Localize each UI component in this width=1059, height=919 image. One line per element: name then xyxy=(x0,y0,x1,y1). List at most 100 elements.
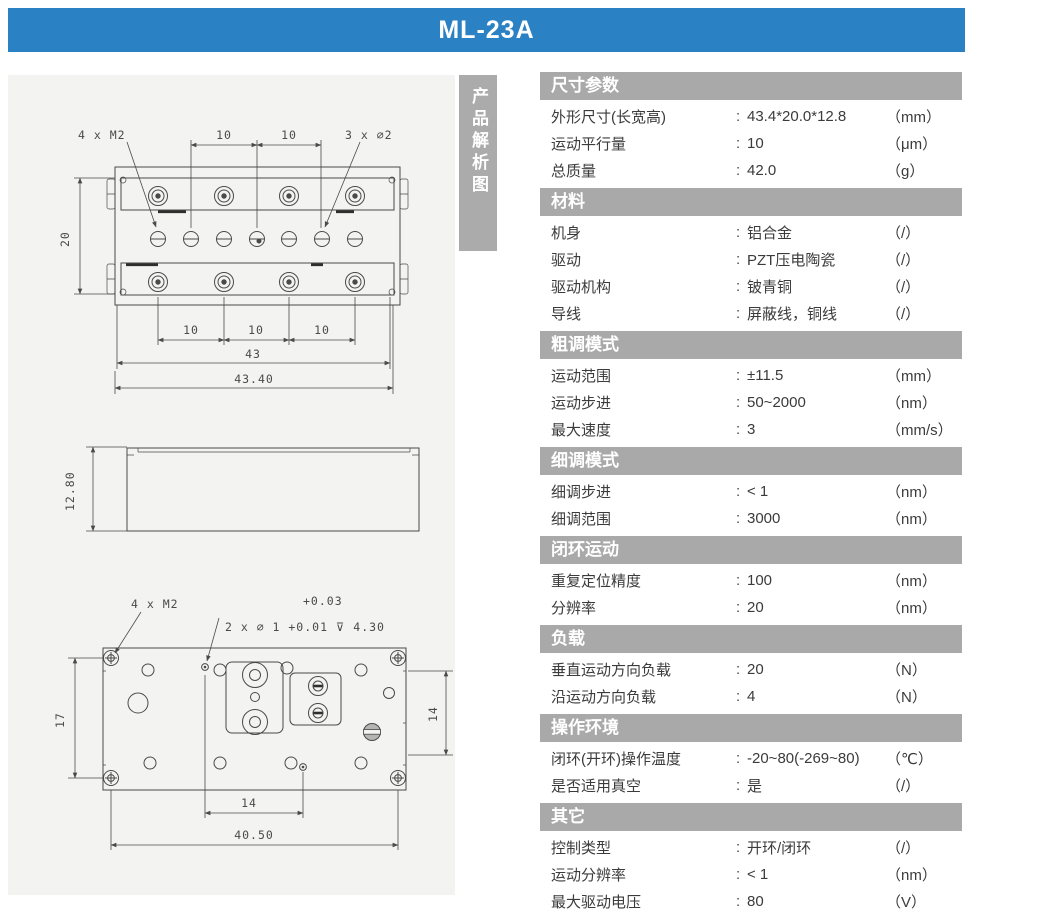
spec-colon: : xyxy=(736,421,741,438)
spec-unit: （nm） xyxy=(886,573,937,590)
spec-row: 沿运动方向负载 : 4 （N） xyxy=(540,683,962,710)
spec-unit: （nm） xyxy=(886,511,937,528)
section-header: 细调模式 xyxy=(540,447,962,475)
section-header: 尺寸参数 xyxy=(540,72,962,100)
spec-colon: : xyxy=(736,599,741,616)
spec-unit: （nm） xyxy=(886,867,937,884)
callout-4xm2-top: 4 x M2 xyxy=(78,128,126,142)
top-view-drawing: 20 10 10 4 x M2 3 x ∅2 10 10 10 43 xyxy=(58,128,409,394)
spec-label: 总质量 xyxy=(551,163,597,180)
section-header: 负载 xyxy=(540,625,962,653)
spec-section: 粗调模式 运动范围 : ±11.5 （mm） 运动步进 : 50~2000 （n… xyxy=(540,331,962,443)
spec-value: 20 xyxy=(747,599,764,616)
section-header: 材料 xyxy=(540,188,962,216)
spec-label: 机身 xyxy=(551,225,582,242)
spec-colon: : xyxy=(736,510,741,527)
spec-value: 3 xyxy=(747,421,756,438)
spec-label: 沿运动方向负载 xyxy=(551,689,657,706)
spec-row: 细调范围 : 3000 （nm） xyxy=(540,505,962,532)
spec-value: 20 xyxy=(747,661,764,678)
spec-label: 分辨率 xyxy=(551,600,597,617)
spec-value: 43.4*20.0*12.8 xyxy=(747,108,847,125)
spec-label: 运动范围 xyxy=(551,368,612,385)
spec-section: 负载 垂直运动方向负载 : 20 （N） 沿运动方向负载 : 4 （N） xyxy=(540,625,962,710)
spec-label: 运动平行量 xyxy=(551,136,627,153)
spec-colon: : xyxy=(736,394,741,411)
section-header: 操作环境 xyxy=(540,714,962,742)
spec-row: 运动步进 : 50~2000 （nm） xyxy=(540,389,962,416)
spec-label: 最大速度 xyxy=(551,422,612,439)
spec-unit: （μm） xyxy=(886,136,938,153)
spec-row: 垂直运动方向负载 : 20 （N） xyxy=(540,656,962,683)
spec-colon: : xyxy=(736,777,741,794)
section-header: 其它 xyxy=(540,803,962,831)
spec-label: 运动分辨率 xyxy=(551,867,627,884)
spec-value: PZT压电陶瓷 xyxy=(747,252,836,269)
spec-row: 细调步进 : < 1 （nm） xyxy=(540,478,962,505)
spec-label: 是否适用真空 xyxy=(551,778,642,795)
spec-value: 10 xyxy=(747,135,764,152)
spec-value: 4 xyxy=(747,688,756,705)
spec-colon: : xyxy=(736,251,741,268)
dim-43-40: 43.40 xyxy=(234,372,274,386)
spec-unit: （℃） xyxy=(886,751,933,768)
spec-value: 42.0 xyxy=(747,162,777,179)
spec-unit: （nm） xyxy=(886,600,937,617)
spec-unit: （/） xyxy=(886,252,921,269)
spec-colon: : xyxy=(736,661,741,678)
spec-row: 最大驱动电压 : 80 （V） xyxy=(540,888,962,915)
product-drawing-panel: 20 10 10 4 x M2 3 x ∅2 10 10 10 43 xyxy=(8,75,455,895)
dim-10-bot-c: 10 xyxy=(314,323,330,337)
spec-colon: : xyxy=(736,866,741,883)
spec-colon: : xyxy=(736,278,741,295)
spec-value: 50~2000 xyxy=(747,394,806,411)
dim-40-50: 40.50 xyxy=(234,828,274,842)
spec-value: 开环/闭环 xyxy=(747,840,812,857)
spec-row: 运动平行量 : 10 （μm） xyxy=(540,130,962,157)
spec-row: 外形尺寸(长宽高) : 43.4*20.0*12.8 （mm） xyxy=(540,103,962,130)
dim-10-bot-b: 10 xyxy=(248,323,264,337)
spec-unit: （nm） xyxy=(886,484,937,501)
spec-row: 最大速度 : 3 （mm/s） xyxy=(540,416,962,443)
section-header: 粗调模式 xyxy=(540,331,962,359)
spec-row: 是否适用真空 : 是 （/） xyxy=(540,772,962,799)
spec-value: 100 xyxy=(747,572,773,589)
spec-colon: : xyxy=(736,893,741,910)
spec-unit: （mm/s） xyxy=(886,422,953,439)
spec-value: -20~80(-269~80) xyxy=(747,750,860,767)
pin-tolerance-top: +0.03 xyxy=(303,594,343,608)
spec-section: 操作环境 闭环(开环)操作温度 : -20~80(-269~80) （℃） 是否… xyxy=(540,714,962,799)
spec-value: 是 xyxy=(747,778,763,795)
spec-colon: : xyxy=(736,108,741,125)
spec-label: 运动步进 xyxy=(551,395,612,412)
spec-label: 细调范围 xyxy=(551,511,612,528)
spec-label: 闭环(开环)操作温度 xyxy=(551,751,681,768)
spec-section: 其它 控制类型 : 开环/闭环 （/） 运动分辨率 : < 1 （nm） 最大驱… xyxy=(540,803,962,915)
section-header: 闭环运动 xyxy=(540,536,962,564)
bottom-view-drawing: 4 x M2 +0.03 2 x ∅ 1 +0.01 ⊽ 4.30 17 14 … xyxy=(53,594,453,850)
spec-label: 驱动机构 xyxy=(551,279,612,296)
dim-12-80: 12.80 xyxy=(63,471,77,511)
spec-section: 闭环运动 重复定位精度 : 100 （nm） 分辨率 : 20 （nm） xyxy=(540,536,962,621)
dim-17: 17 xyxy=(53,712,67,728)
spec-value: 80 xyxy=(747,893,764,910)
spec-colon: : xyxy=(736,572,741,589)
spec-colon: : xyxy=(736,839,741,856)
spec-unit: （mm） xyxy=(886,368,941,385)
spec-label: 导线 xyxy=(551,306,582,323)
dim-10-top-b: 10 xyxy=(281,128,297,142)
callout-4xm2-bottom: 4 x M2 xyxy=(131,597,179,611)
spec-value: 铝合金 xyxy=(747,225,793,242)
spec-colon: : xyxy=(736,224,741,241)
spec-unit: （/） xyxy=(886,279,921,296)
spec-label: 细调步进 xyxy=(551,484,612,501)
spec-row: 导线 : 屏蔽线，铜线 （/） xyxy=(540,300,962,327)
spec-colon: : xyxy=(736,135,741,152)
spec-row: 总质量 : 42.0 （g） xyxy=(540,157,962,184)
dim-14-bottom: 14 xyxy=(241,796,257,810)
spec-colon: : xyxy=(736,688,741,705)
spec-table: 尺寸参数 外形尺寸(长宽高) : 43.4*20.0*12.8 （mm） 运动平… xyxy=(540,72,962,919)
spec-label: 重复定位精度 xyxy=(551,573,642,590)
spec-unit: （N） xyxy=(886,689,927,706)
cad-drawing: 20 10 10 4 x M2 3 x ∅2 10 10 10 43 xyxy=(53,128,453,850)
